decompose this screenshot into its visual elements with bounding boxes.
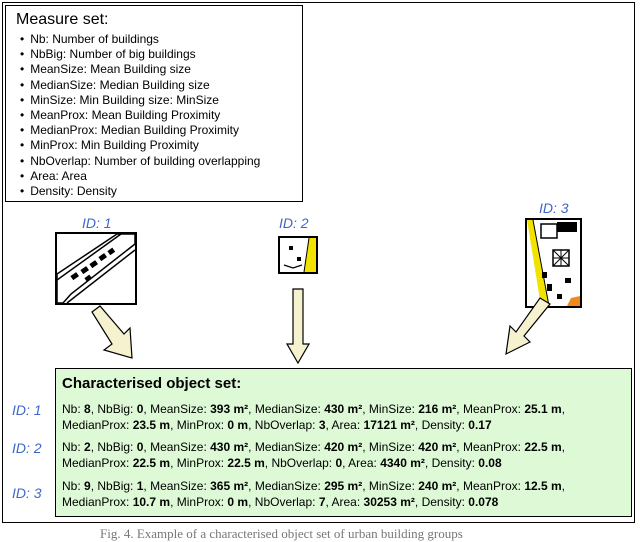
object-label-2: ID: 2 [279, 215, 309, 231]
object-thumbnail-3 [525, 218, 582, 308]
measure-value: 0.17 [468, 418, 492, 432]
result-row-3: Nb: 9, NbBig: 1, MeanSize: 365 m², Media… [62, 479, 566, 509]
measure-value: 0 m [227, 418, 249, 432]
measure-value: 365 m² [210, 479, 249, 493]
figure-caption: Fig. 4. Example of a characterised objec… [100, 526, 463, 541]
measure-item: MeanProx: Mean Building Proximity [20, 108, 260, 123]
measure-item: MeanSize: Mean Building size [20, 62, 260, 77]
object-thumbnail-1 [55, 232, 137, 305]
measure-value: 30253 m² [363, 495, 415, 509]
result-set-title: Characterised object set: [62, 375, 242, 392]
measure-value: 3 [318, 418, 326, 432]
building-group-map-3 [527, 220, 580, 306]
measure-item: Area: Area [20, 169, 260, 184]
measure-value: 240 m² [418, 479, 457, 493]
measure-item: MedianSize: Median Building size [20, 78, 260, 93]
measure-value: 23.5 m [132, 418, 171, 432]
measure-value: 8 [84, 402, 91, 416]
row-id-label-1: ID: 1 [12, 402, 42, 418]
arrow-3-icon [505, 297, 551, 356]
measure-value: 9 [84, 479, 91, 493]
measure-value: 7 [318, 495, 326, 509]
measure-value: 4340 m² [380, 456, 425, 470]
measure-value: 216 m² [418, 402, 457, 416]
object-label-1: ID: 1 [82, 215, 112, 231]
measure-value: 393 m² [210, 402, 249, 416]
result-row-1: Nb: 8, NbBig: 0, MeanSize: 393 m², Media… [62, 402, 566, 432]
measure-value: 22.5 m [524, 440, 562, 454]
measure-value: 420 m² [418, 440, 457, 454]
measure-value: 0 [136, 402, 144, 416]
measure-value: 420 m² [324, 440, 363, 454]
measure-value: 295 m² [324, 479, 363, 493]
characterised-object-set-box: Characterised object set: Nb: 8, NbBig: … [55, 368, 632, 517]
measure-set-box: Measure set: Nb: Number of buildings NbB… [5, 5, 303, 202]
measure-value: 2 [84, 440, 91, 454]
measure-item: Density: Density [20, 184, 260, 199]
measure-item: NbOverlap: Number of building overlappin… [20, 154, 260, 169]
measure-value: 0 [136, 440, 144, 454]
measure-item: MinSize: Min Building size: MinSize [20, 93, 260, 108]
measure-value: 0 [335, 456, 343, 470]
figure-frame [2, 2, 635, 523]
measure-value: 17121 m² [363, 418, 415, 432]
measure-value: 10.7 m [132, 495, 171, 509]
row-id-label-3: ID: 3 [12, 485, 42, 501]
measure-value: 0.08 [478, 456, 502, 470]
arrow-1-icon [91, 305, 133, 359]
building-group-map-1 [57, 234, 135, 303]
measure-item: Nb: Number of buildings [20, 32, 260, 47]
measure-item: MinProx: Min Building Proximity [20, 138, 260, 153]
building-group-map-2 [283, 238, 316, 272]
measure-item: MedianProx: Median Building Proximity [20, 123, 260, 138]
arrow-2-icon [286, 288, 310, 364]
measure-item: NbBig: Number of big buildings [20, 47, 260, 62]
measure-value: 1 [136, 479, 144, 493]
result-row-2: Nb: 2, NbBig: 0, MeanSize: 430 m², Media… [62, 440, 566, 470]
measure-set-title: Measure set: [16, 11, 109, 28]
measure-value: 22.5 m [132, 456, 171, 470]
measure-value: 0.078 [468, 495, 499, 509]
row-id-label-2: ID: 2 [12, 440, 42, 456]
measure-value: 430 m² [324, 402, 363, 416]
measure-value: 22.5 m [227, 456, 265, 470]
measure-set-list: Nb: Number of buildings NbBig: Number of… [20, 32, 260, 199]
measure-value: 0 m [227, 495, 249, 509]
measure-value: 12.5 m [524, 479, 562, 493]
measure-value: 430 m² [210, 440, 249, 454]
object-thumbnail-2 [278, 236, 318, 274]
measure-value: 25.1 m [524, 402, 562, 416]
object-label-3: ID: 3 [539, 200, 569, 216]
